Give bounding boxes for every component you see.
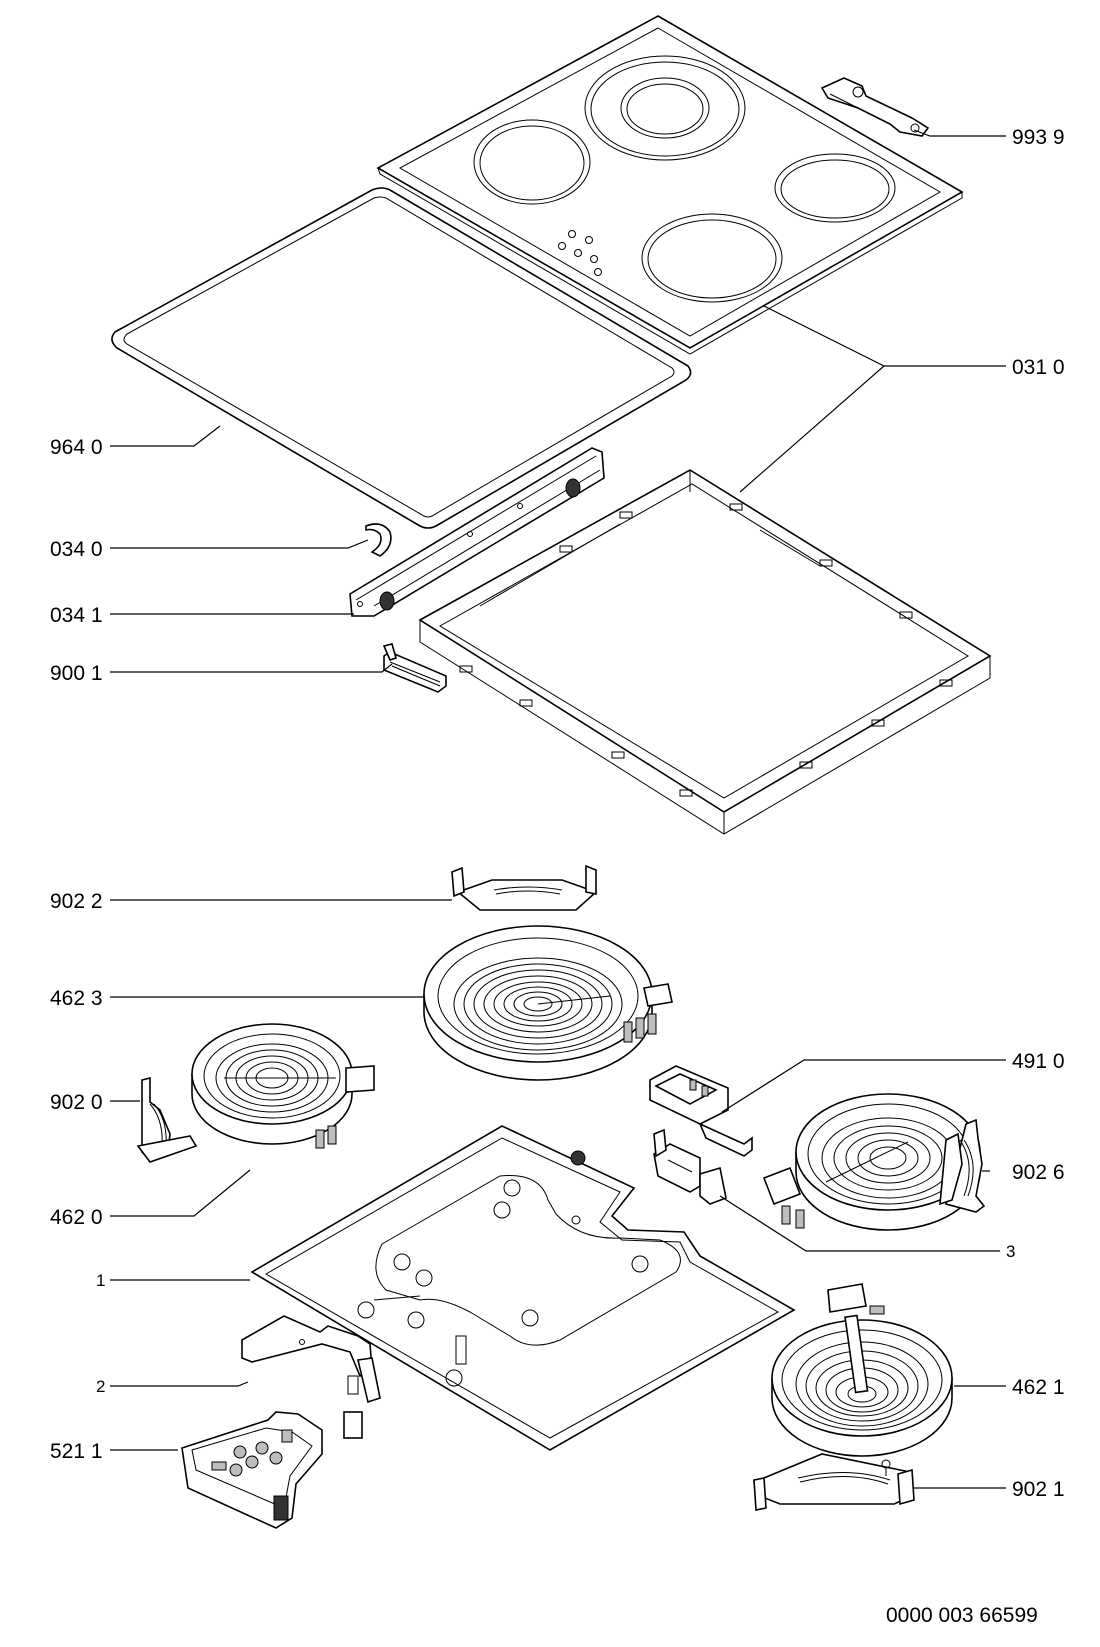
glass-ceramic-top	[376, 15, 964, 355]
radiant-heater-462-1	[771, 1283, 953, 1457]
label-964-0: 964 0	[50, 436, 103, 459]
connector-900-1	[382, 643, 447, 693]
mounting-rail	[349, 447, 605, 617]
label-1: 1	[96, 1271, 105, 1290]
leader-lines	[110, 129, 1006, 1489]
heater-bracket-902-2	[451, 864, 598, 911]
cable-bracket-2	[241, 1315, 381, 1439]
label-993-9: 993 9	[1012, 126, 1065, 149]
label-902-6: 902 6	[1012, 1161, 1065, 1184]
clip-small	[365, 523, 392, 557]
label-462-3: 462 3	[50, 987, 103, 1010]
radiant-heater-right	[762, 1093, 981, 1231]
mounting-bracket-small	[820, 77, 930, 137]
label-902-1: 902 1	[1012, 1478, 1065, 1501]
switch-491-0	[649, 1065, 753, 1157]
label-034-1: 034 1	[50, 604, 103, 627]
heater-bracket-902-0	[136, 1076, 198, 1163]
electronic-module-521-1	[181, 1411, 323, 1529]
seal-gasket	[111, 187, 692, 529]
radiant-heater-462-0	[191, 1023, 375, 1149]
metal-frame	[418, 469, 992, 835]
label-462-0: 462 0	[50, 1206, 103, 1229]
label-902-0: 902 0	[50, 1091, 103, 1114]
label-491-0: 491 0	[1012, 1050, 1065, 1073]
heater-bracket-902-6	[939, 1118, 986, 1213]
radiant-heater-462-3	[423, 925, 673, 1081]
label-900-1: 900 1	[50, 662, 103, 685]
drawing-number: 0000 003 66599	[886, 1604, 1038, 1627]
label-034-0: 034 0	[50, 538, 103, 561]
label-521-1: 521 1	[50, 1440, 103, 1463]
label-462-1: 462 1	[1012, 1376, 1065, 1399]
base-plate	[250, 1125, 796, 1451]
part-labels: 993 9 031 0 964 0 034 0 034 1 900 1 902 …	[50, 126, 1065, 1627]
label-2: 2	[96, 1377, 105, 1396]
label-902-2: 902 2	[50, 890, 103, 913]
label-3: 3	[1006, 1242, 1015, 1261]
label-031-0: 031 0	[1012, 356, 1065, 379]
heater-bracket-902-1	[752, 1453, 915, 1511]
bracket-3	[653, 1128, 727, 1205]
